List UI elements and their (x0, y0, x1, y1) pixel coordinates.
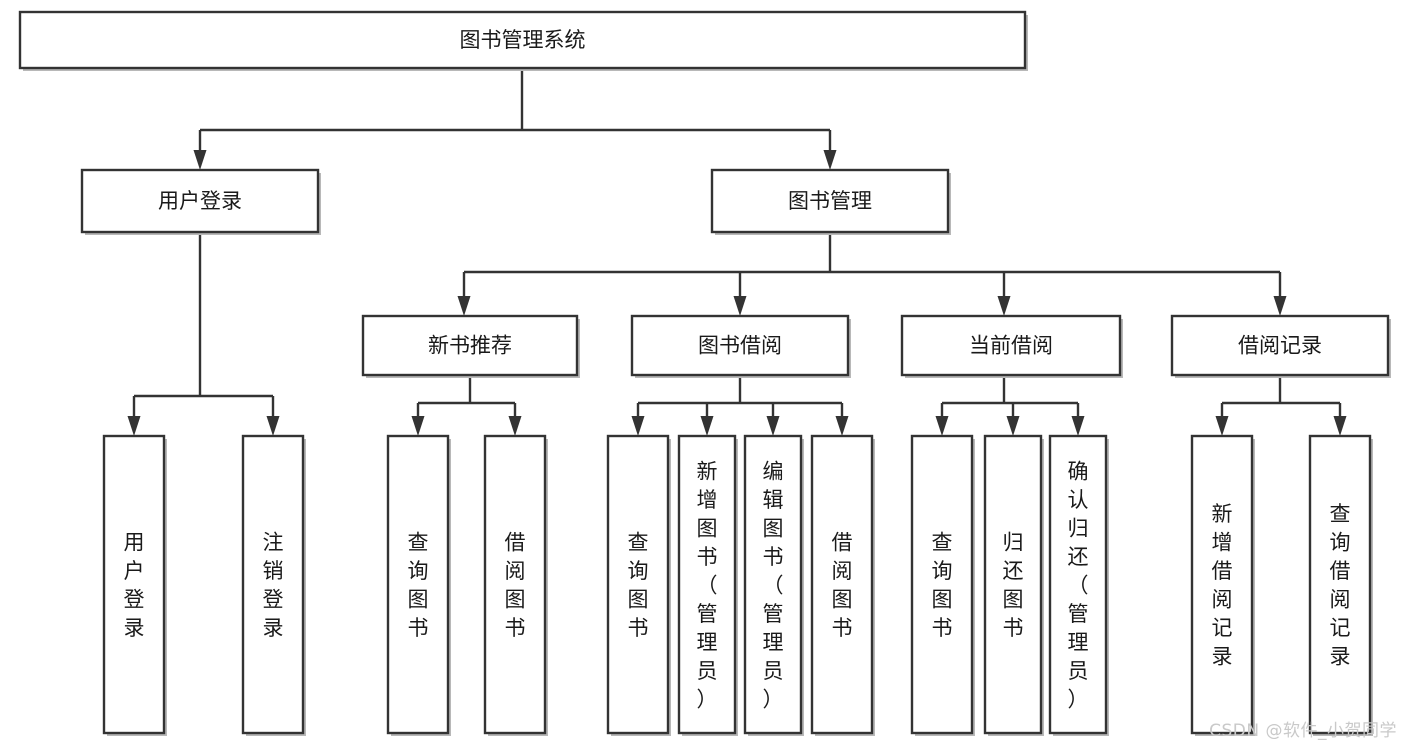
leaf-node[interactable]: 用户登录 (102, 434, 167, 736)
arrow-head-icon (1006, 416, 1020, 436)
node-rect[interactable] (241, 434, 305, 735)
arrow-head-icon (457, 296, 471, 316)
node-rect[interactable] (102, 434, 166, 735)
node-rect[interactable] (1190, 434, 1254, 735)
node-label: 归还图书 (1003, 531, 1024, 641)
leaf-node[interactable]: 新增图书（管理员） (677, 434, 738, 736)
leaf-node[interactable]: 查询图书 (386, 434, 451, 736)
node-rect[interactable] (18, 10, 1027, 70)
node-label: 借阅图书 (505, 531, 526, 641)
node-label: 确认归还（管理员） (1068, 459, 1089, 711)
arrow-head-icon (127, 416, 141, 436)
node-label: 查询图书 (408, 531, 429, 641)
leaf-node[interactable]: 新增借阅记录 (1190, 434, 1255, 736)
node-label: 图书管理系统 (460, 28, 586, 52)
node-rect[interactable] (1170, 314, 1390, 377)
arrow-head-icon (1273, 296, 1287, 316)
arrow-head-icon (508, 416, 522, 436)
node-label: 注销登录 (263, 531, 284, 641)
leaf-node[interactable]: 注销登录 (241, 434, 306, 736)
level3-node[interactable]: 图书借阅 (630, 314, 851, 378)
node-label: 用户登录 (124, 531, 145, 641)
node-label: 借阅记录 (1238, 334, 1322, 358)
root-node[interactable]: 图书管理系统 (18, 10, 1028, 71)
arrow-head-icon (733, 296, 747, 316)
node-label: 新书推荐 (428, 334, 512, 358)
node-rect[interactable] (386, 434, 450, 735)
node-rect[interactable] (80, 168, 320, 234)
node-rect[interactable] (810, 434, 874, 735)
node-label: 查询图书 (628, 531, 649, 641)
node-rect[interactable] (606, 434, 670, 735)
level3-node[interactable]: 当前借阅 (900, 314, 1123, 378)
leaf-node[interactable]: 编辑图书（管理员） (743, 434, 804, 736)
node-rect[interactable] (983, 434, 1043, 735)
node-label: 当前借阅 (969, 334, 1053, 358)
csdn-watermark: CSDN @软件_小贺同学 (1209, 721, 1397, 741)
node-rect[interactable] (483, 434, 547, 735)
leaf-node[interactable]: 查询图书 (910, 434, 975, 736)
node-rect[interactable] (910, 434, 974, 735)
node-label: 用户登录 (158, 189, 242, 213)
arrow-head-icon (1071, 416, 1085, 436)
level3-node[interactable]: 借阅记录 (1170, 314, 1391, 378)
leaf-node[interactable]: 查询图书 (606, 434, 671, 736)
leaf-node[interactable]: 确认归还（管理员） (1048, 434, 1109, 736)
arrow-head-icon (631, 416, 645, 436)
node-rect[interactable] (900, 314, 1122, 377)
arrow-head-icon (1333, 416, 1347, 436)
leaf-node[interactable]: 查询借阅记录 (1308, 434, 1373, 736)
arrow-head-icon (835, 416, 849, 436)
leaf-node[interactable]: 借阅图书 (483, 434, 548, 736)
arrow-head-icon (766, 416, 780, 436)
node-rect[interactable] (1048, 434, 1108, 735)
node-rect[interactable] (743, 434, 803, 735)
node-label: 借阅图书 (832, 531, 853, 641)
connector-layer (127, 68, 1347, 436)
level3-node[interactable]: 新书推荐 (361, 314, 580, 378)
node-label: 新增借阅记录 (1212, 502, 1233, 669)
arrow-head-icon (997, 296, 1011, 316)
arrow-head-icon (1215, 416, 1229, 436)
node-label: 图书借阅 (698, 334, 782, 358)
node-label: 新增图书（管理员） (697, 459, 718, 711)
node-rect[interactable] (630, 314, 850, 377)
arrow-head-icon (935, 416, 949, 436)
leaf-node[interactable]: 借阅图书 (810, 434, 875, 736)
node-rect[interactable] (361, 314, 579, 377)
node-layer: 图书管理系统用户登录图书管理新书推荐图书借阅当前借阅借阅记录用户登录注销登录查询… (18, 10, 1391, 736)
arrow-head-icon (700, 416, 714, 436)
node-rect[interactable] (677, 434, 737, 735)
node-label: 查询借阅记录 (1330, 502, 1351, 669)
node-label: 查询图书 (932, 531, 953, 641)
arrow-head-icon (266, 416, 280, 436)
arrow-head-icon (823, 150, 837, 170)
node-label: 编辑图书（管理员） (763, 459, 784, 711)
node-rect[interactable] (710, 168, 950, 234)
arrow-head-icon (411, 416, 425, 436)
level2-node[interactable]: 用户登录 (80, 168, 321, 235)
node-label: 图书管理 (788, 189, 872, 213)
node-rect[interactable] (1308, 434, 1372, 735)
leaf-node[interactable]: 归还图书 (983, 434, 1044, 736)
arrow-head-icon (193, 150, 207, 170)
level2-node[interactable]: 图书管理 (710, 168, 951, 235)
